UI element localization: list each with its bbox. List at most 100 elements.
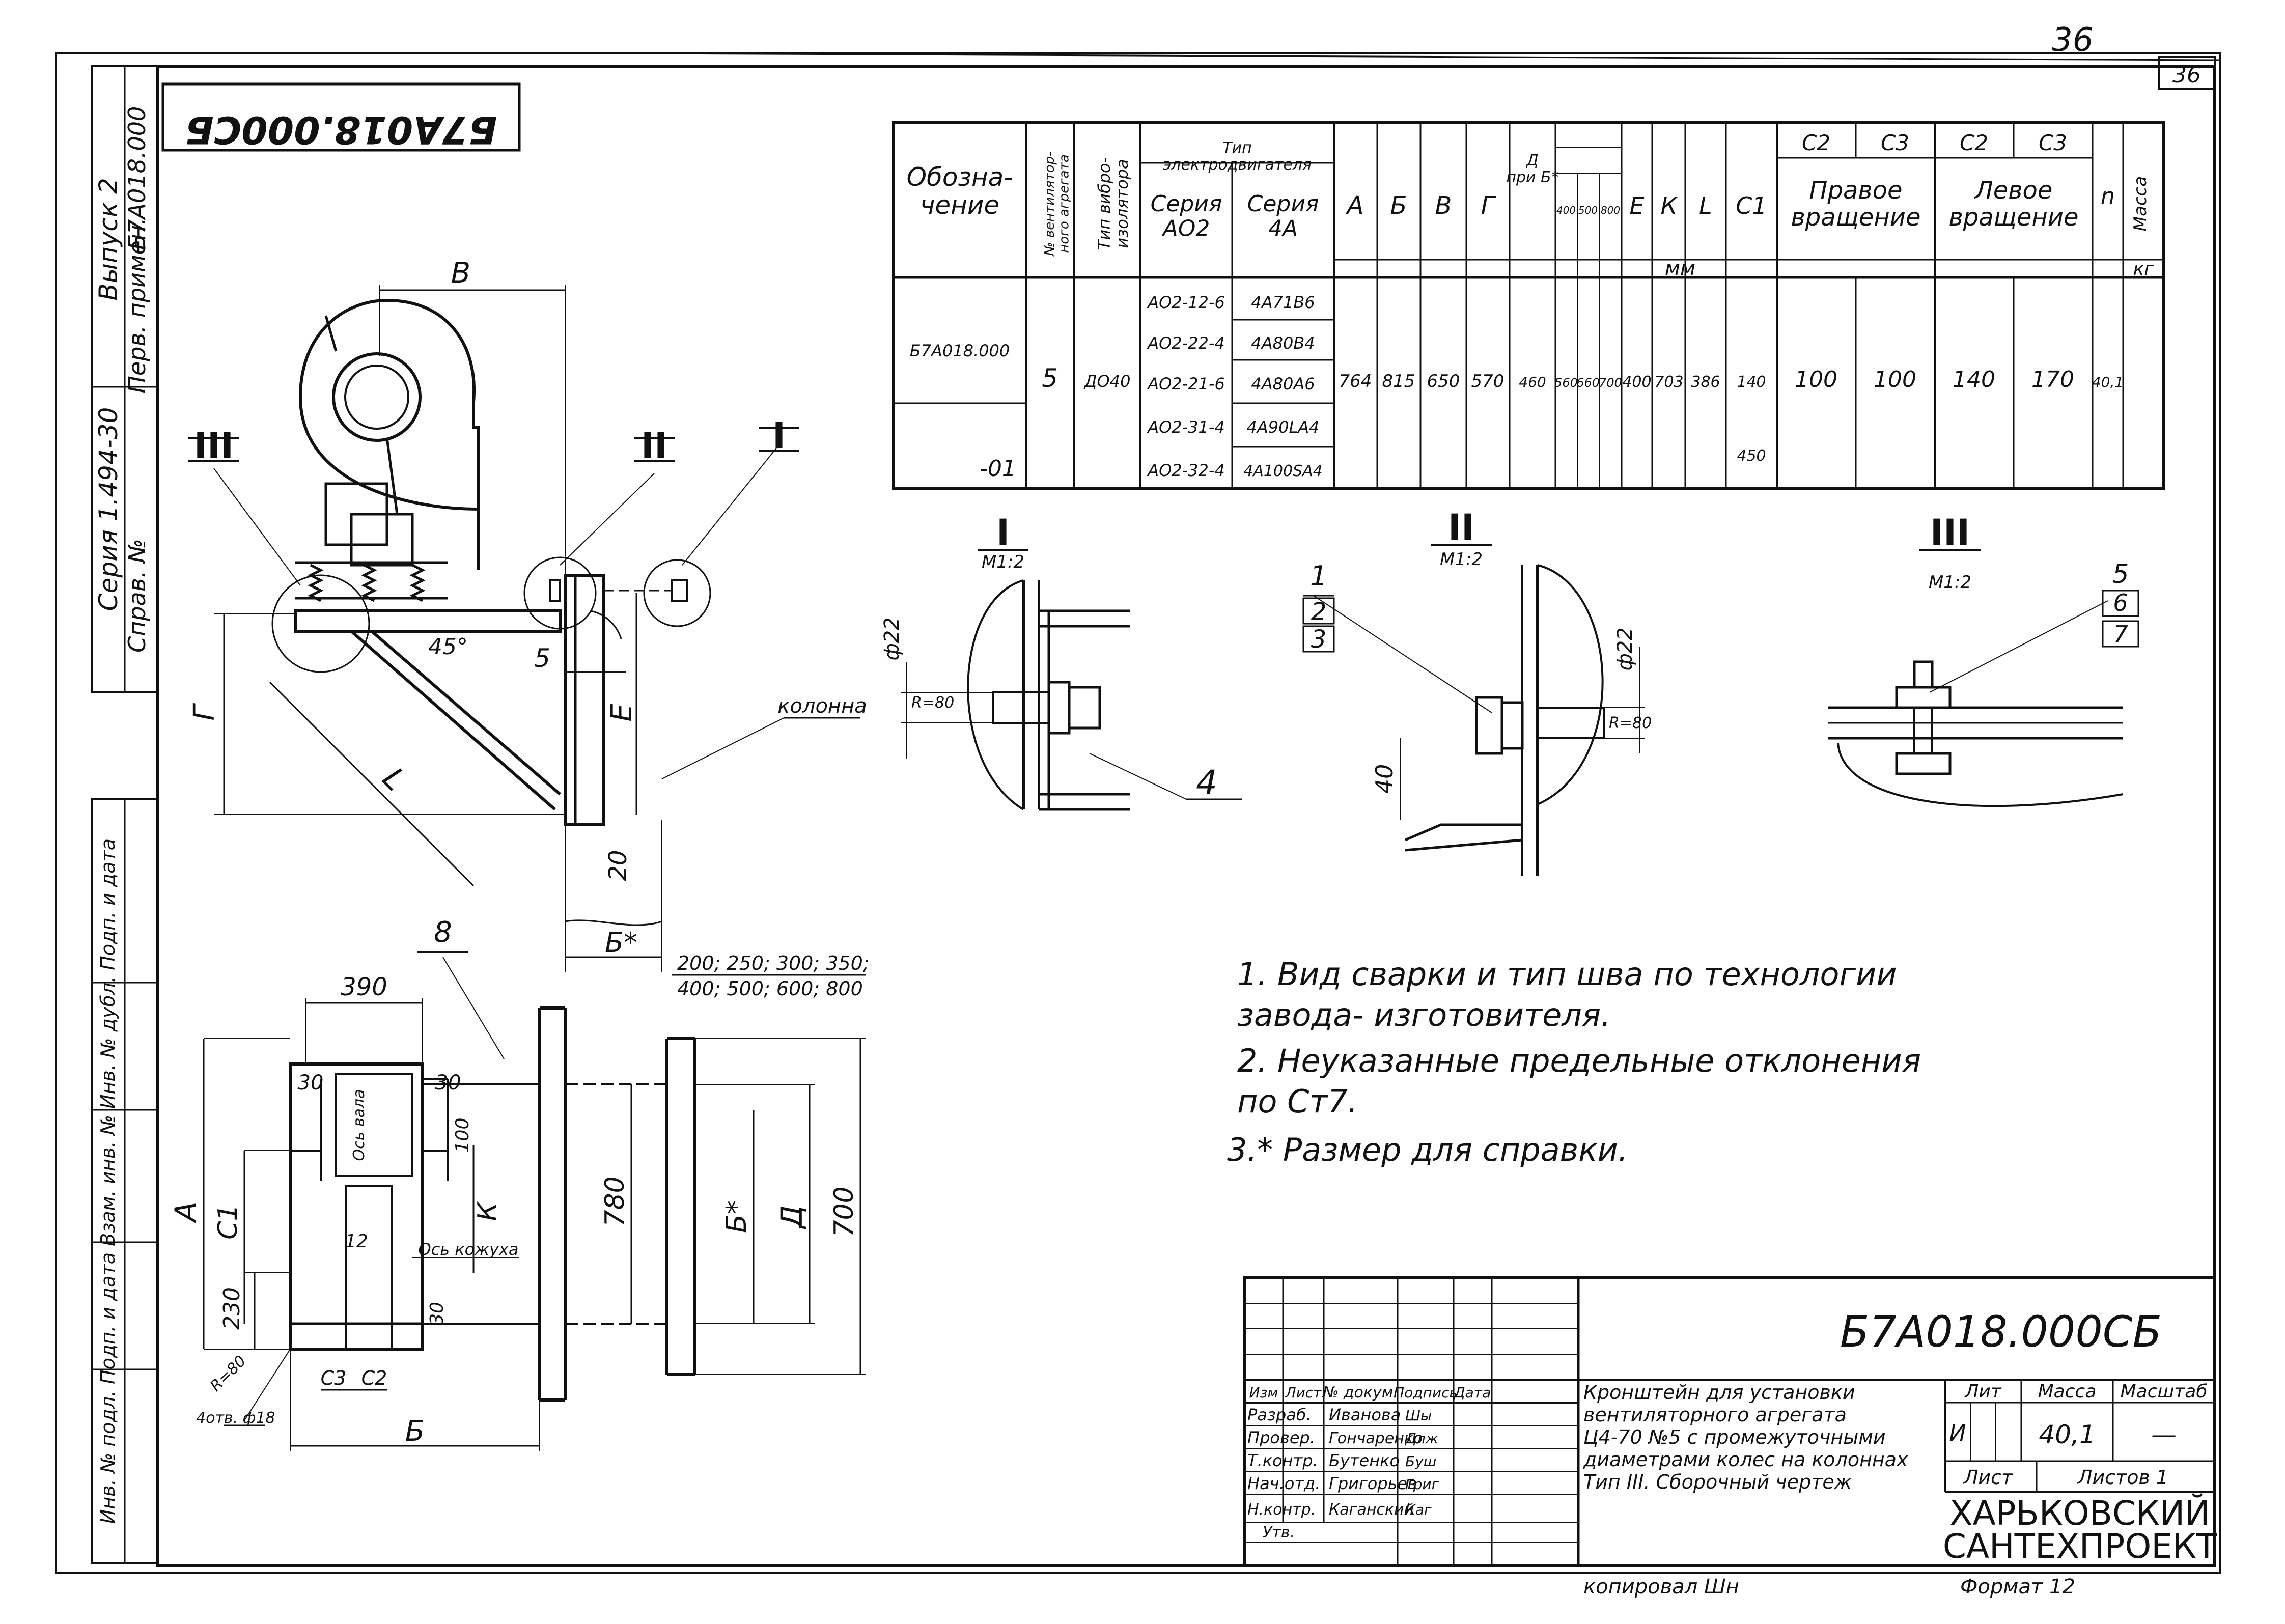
tb-desc-4: диаметрами колес на колоннах bbox=[1583, 1448, 1908, 1471]
detail-2 bbox=[1303, 564, 1645, 876]
tb-sign-3: Буш bbox=[1405, 1453, 1436, 1470]
side-block: Серия 1.494-30 Выпуск 2 Перв. примен. Б7… bbox=[91, 65, 159, 1564]
spec-table: Обозна-чение № вентилятор-ного агрегата … bbox=[892, 121, 2165, 490]
val-c3-right: 100 bbox=[1874, 367, 1916, 393]
tb-scale-value: — bbox=[2151, 1420, 2177, 1449]
hdr-unit-kg: кг bbox=[2133, 259, 2155, 279]
dim-Bstar: Б* bbox=[605, 927, 637, 959]
side-first-use-label: Перв. примен. bbox=[123, 217, 151, 393]
note-2a: 2. Неуказанные предельные отклонения bbox=[1237, 1042, 1921, 1079]
detail-1 bbox=[901, 579, 1242, 811]
dim-K-plan: К bbox=[472, 1201, 503, 1221]
row-4a-2: 4А80В4 bbox=[1251, 333, 1315, 353]
tb-name-1: Иванова bbox=[1329, 1405, 1401, 1424]
val-K: 703 bbox=[1654, 373, 1683, 391]
dim-230: 230 bbox=[219, 1287, 245, 1330]
val-B: 815 bbox=[1382, 371, 1415, 391]
phi22-2: ф22 bbox=[1613, 627, 1637, 670]
tb-h-izm: Изм bbox=[1249, 1384, 1278, 1401]
pos-5: 5 bbox=[2112, 559, 2129, 590]
phi22-1: ф22 bbox=[880, 617, 904, 660]
val-E: 400 bbox=[1622, 373, 1651, 391]
val-V: 650 bbox=[1427, 371, 1460, 391]
tb-role-6: Утв. bbox=[1263, 1524, 1295, 1542]
pos-1: 1 bbox=[1310, 560, 1327, 592]
row-4a-1: 4А71В6 bbox=[1251, 293, 1315, 312]
tb-h-doc: № докум. bbox=[1322, 1384, 1398, 1402]
tb-role-4: Нач.отд. bbox=[1247, 1474, 1320, 1493]
dim-D-plan: Д bbox=[774, 1205, 809, 1229]
tb-h-sign: Подпись bbox=[1394, 1384, 1458, 1401]
column-label: колонна bbox=[777, 694, 867, 718]
tb-desc-1: Кронштейн для установки bbox=[1583, 1381, 1855, 1404]
dim-12: 12 bbox=[345, 1231, 368, 1252]
tb-sign-1: Шы bbox=[1405, 1407, 1432, 1424]
side-series: Серия 1.494-30 bbox=[94, 407, 123, 611]
val-c2-right: 100 bbox=[1795, 367, 1837, 393]
row-designation-2: -01 bbox=[980, 456, 1016, 482]
notes: 1. Вид сварки и тип шва по технологии за… bbox=[1227, 956, 1921, 1168]
detail-3-scale: М1:2 bbox=[1929, 572, 1971, 593]
dim-30a: 30 bbox=[298, 1071, 324, 1095]
dim-C3-plan: С3 bbox=[321, 1367, 347, 1389]
tb-role-2: Провер. bbox=[1247, 1428, 1315, 1447]
dim-20: 20 bbox=[604, 850, 632, 881]
side-issue: Выпуск 2 bbox=[94, 178, 123, 300]
row-ad2-5: АО2-32-4 bbox=[1147, 461, 1225, 480]
dim-390: 390 bbox=[341, 973, 387, 1001]
plan-view bbox=[203, 951, 866, 1451]
r80-1: R=80 bbox=[911, 694, 954, 712]
row-ad2-2: АО2-22-4 bbox=[1147, 333, 1225, 353]
dim-B: В bbox=[451, 257, 470, 290]
tb-org-1: ХАРЬКОВСКИЙ bbox=[1949, 1493, 2210, 1533]
pos-2: 2 bbox=[1311, 598, 1327, 626]
hdr-D-500: 500 bbox=[1578, 204, 1598, 216]
casing-axis-note: Ось кожуха bbox=[418, 1240, 518, 1259]
dim-C2-plan: С2 bbox=[361, 1367, 387, 1389]
dim-C1-plan: С1 bbox=[213, 1204, 243, 1239]
r80-2: R=80 bbox=[1609, 714, 1652, 732]
dim-A-plan: А bbox=[169, 1201, 203, 1224]
tb-name-4: Григорьев bbox=[1329, 1474, 1417, 1493]
tb-sign-4: Григ bbox=[1405, 1476, 1439, 1493]
footer-format: Формат 12 bbox=[1960, 1575, 2075, 1599]
row-4a-4: 4А90LА4 bbox=[1246, 417, 1319, 437]
hdr-V: В bbox=[1435, 191, 1452, 220]
tb-h-date: Дата bbox=[1453, 1384, 1491, 1401]
hdr-A: А bbox=[1346, 191, 1364, 220]
val-c3-left: 170 bbox=[2031, 367, 2074, 393]
tb-desc-2: вентиляторного агрегата bbox=[1583, 1404, 1847, 1426]
detail-2-scale: М1:2 bbox=[1440, 549, 1483, 570]
tb-mass-value: 40,1 bbox=[2039, 1420, 2095, 1449]
hdr-D-400: 400 bbox=[1556, 204, 1576, 216]
row-fan: 5 bbox=[1042, 363, 1058, 393]
val-D400: 460 bbox=[1519, 374, 1546, 390]
tb-role-5: Н.контр. bbox=[1247, 1501, 1316, 1519]
tb-name-5: Каганский bbox=[1329, 1501, 1414, 1519]
dim-100: 100 bbox=[452, 1118, 473, 1153]
tb-code: Б7А018.000СБ bbox=[1840, 1307, 2162, 1357]
drawing-code-top: Б7А018.000СБ bbox=[185, 107, 497, 151]
row-ad2-4: АО2-31-4 bbox=[1147, 417, 1225, 437]
pos-3: 3 bbox=[1311, 625, 1327, 654]
tb-role-3: Т.контр. bbox=[1247, 1451, 1318, 1470]
tb-sheet-label: Лист bbox=[1963, 1466, 2014, 1489]
tb-name-2: Гончаренко bbox=[1329, 1430, 1423, 1447]
outer-frame bbox=[55, 52, 2221, 1574]
column-sizes-1: 200; 250; 300; 350; bbox=[677, 952, 870, 974]
tb-sign-5: Каг bbox=[1405, 1501, 1432, 1518]
dim-700: 700 bbox=[829, 1186, 859, 1237]
hdr-isolator: Тип вибро-изолятора bbox=[1095, 157, 1132, 250]
side-ref-label: Справ. № bbox=[123, 539, 151, 653]
note-3: 3.* Размер для справки. bbox=[1227, 1131, 1628, 1168]
dim-G: Г bbox=[188, 703, 221, 721]
pos-7: 7 bbox=[2113, 621, 2128, 648]
hdr-L: L bbox=[1699, 192, 1712, 219]
tb-desc-3: Ц4-70 №5 с промежуточными bbox=[1583, 1426, 1886, 1448]
note-1b: завода- изготовителя. bbox=[1237, 996, 1611, 1033]
side-fields: Инв. № подл. Подп. и дата Взам. инв. № И… bbox=[97, 838, 119, 1524]
hdr-c2-right: С2 bbox=[1802, 130, 1830, 155]
